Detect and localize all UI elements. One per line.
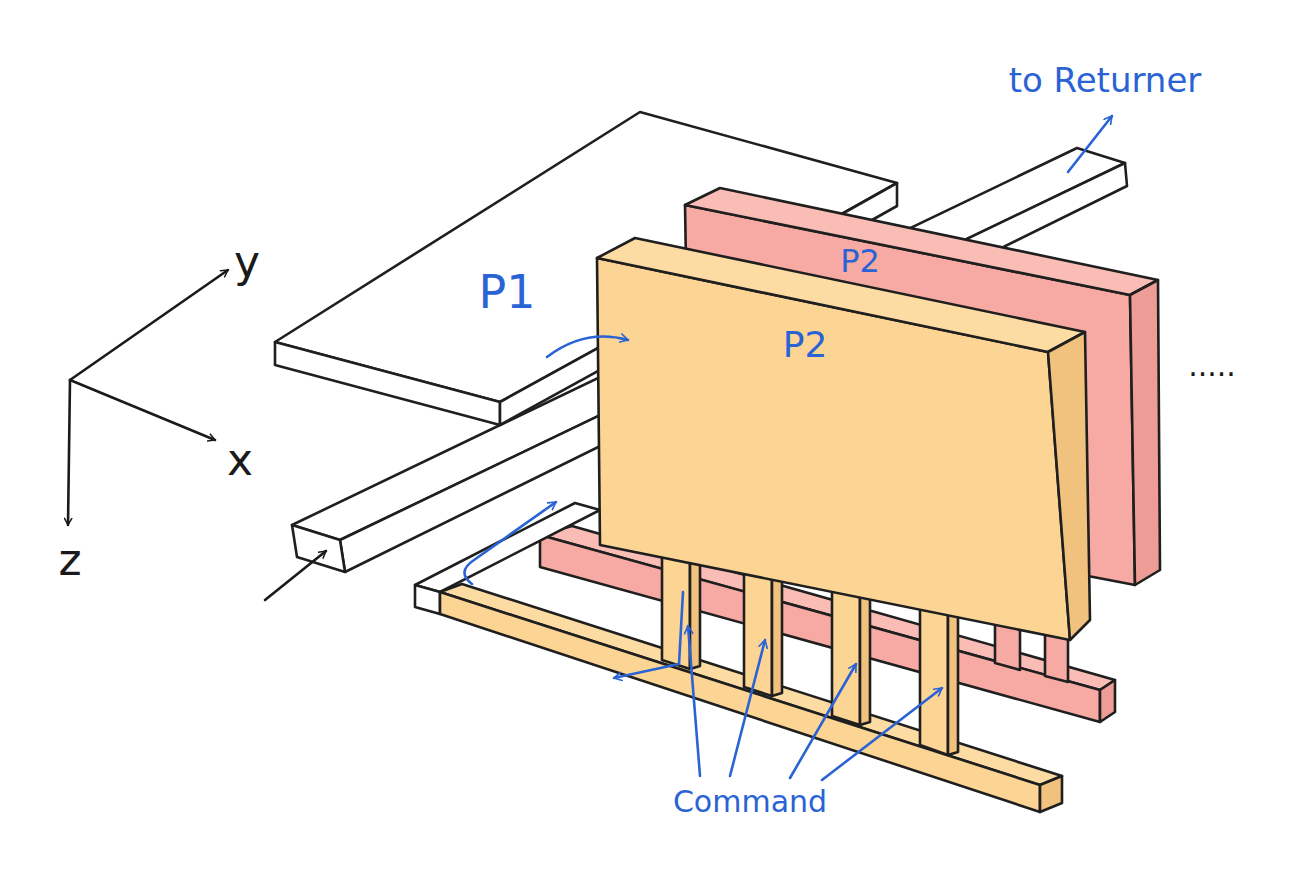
axis-label: y <box>234 240 260 284</box>
orange-rail-front <box>440 592 1040 812</box>
destination-label: to Returner <box>1009 63 1202 97</box>
flow-arrow <box>464 502 556 584</box>
part-label: P1 <box>478 269 535 315</box>
continuation-mark: ..... <box>1188 351 1236 381</box>
axis-label: x <box>227 438 253 482</box>
plate-face <box>1048 332 1090 640</box>
platform-front <box>275 342 500 425</box>
plate-label: P2 <box>783 327 828 363</box>
axis-label: z <box>58 538 81 582</box>
returner-arrow <box>1068 116 1112 172</box>
plate-face <box>1130 280 1160 585</box>
orange-rail-end <box>1040 776 1062 812</box>
axis-y <box>70 270 228 380</box>
plate-label: P2 <box>840 245 880 277</box>
plate-face <box>597 238 1085 352</box>
command-leg <box>662 552 690 669</box>
leader-line <box>822 688 942 780</box>
base-bar-top <box>415 503 600 592</box>
axes <box>68 270 326 600</box>
destination-label: to Returner <box>1009 63 1202 97</box>
axis-label: z <box>58 538 81 582</box>
leader-line <box>688 626 700 776</box>
pink-rail-end <box>1100 680 1115 722</box>
axis-label: x <box>227 438 253 482</box>
leader-line <box>730 640 765 776</box>
plate: P2 <box>592 232 1092 644</box>
callout-label: Command <box>673 787 827 817</box>
axis-x <box>70 380 215 440</box>
feed-beam-end <box>292 525 345 572</box>
command-leg <box>744 565 772 696</box>
command-leg <box>920 600 948 755</box>
continuation-mark: ..... <box>1188 351 1236 381</box>
plate-label-holder: P2 <box>840 245 880 277</box>
plate-outline <box>592 232 1092 644</box>
command-leg-side <box>948 596 958 755</box>
command-leg <box>832 585 860 725</box>
plate-label-holder: P2 <box>783 327 828 363</box>
input-arrow <box>265 551 326 600</box>
axis-label: y <box>234 240 260 284</box>
flow-arrow <box>614 592 683 678</box>
command-leg-side <box>860 581 870 725</box>
callout-label: Command <box>673 787 827 817</box>
base-bar-end <box>415 585 440 614</box>
axis-z <box>68 380 70 525</box>
part-label: P1 <box>478 269 535 315</box>
